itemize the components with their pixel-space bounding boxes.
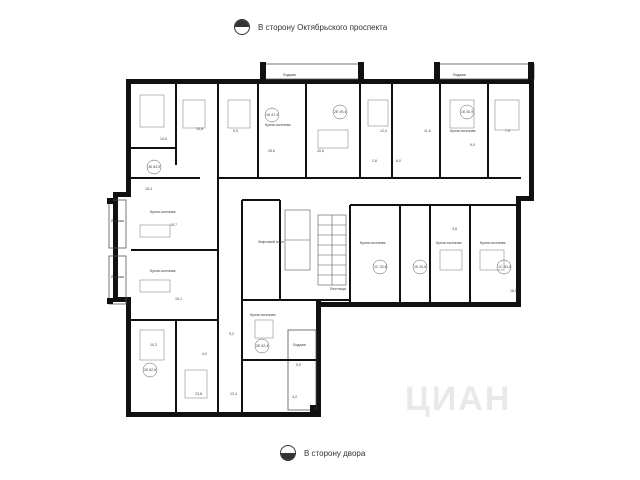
area-text: 9,0 (470, 143, 475, 147)
loggia-label: Лоджия (111, 219, 124, 223)
compass-icon (280, 445, 296, 461)
unit-badge-text: 2К 62,6 (144, 368, 156, 372)
interior-walls (131, 84, 521, 412)
loggia-label: Лоджия (283, 73, 296, 77)
unit-badge-text: 1С 30,4 (498, 265, 511, 269)
unit-badge-text: 1К 40,9 (461, 110, 473, 114)
kitchen-living-label: Кухня-гостиная (360, 241, 385, 245)
kitchen-living-label: Кухня-гостиная (436, 241, 461, 245)
area-text: 13,8 (195, 392, 202, 396)
bottom-orientation-label: В сторону двора (304, 448, 366, 458)
loggia-label: Лоджия (111, 275, 124, 279)
area-text: 12,4 (230, 392, 237, 396)
orientation-top-caption: В сторону Октябрьского проспекта (234, 19, 387, 35)
area-text: 5,0 (296, 363, 301, 367)
area-text: 11,8 (424, 129, 431, 133)
furniture (139, 94, 520, 399)
elevator-hall-label: Лифтовой холл (258, 240, 284, 244)
unit-badge-text: 3К 83,0 (148, 165, 160, 169)
top-orientation-label: В сторону Октябрьского проспекта (258, 22, 388, 32)
unit-badge-text: 1С 25,6 (374, 265, 387, 269)
kitchen-living-label: Кухня-гостиная (450, 129, 475, 133)
stair-label: Лестница (330, 287, 346, 291)
kitchen-living-label: Кухня-гостиная (150, 210, 175, 214)
area-text: 3,8 (452, 227, 457, 231)
area-text: 2,6 (372, 159, 377, 163)
unit-badge-text: 1К 47,4 (266, 113, 278, 117)
kitchen-living-label: Кухня-гостиная (150, 269, 175, 273)
loggia-label: Лоджия (293, 343, 306, 347)
exterior-walls (113, 79, 534, 417)
area-text: 12,0 (380, 129, 387, 133)
kitchen-living-label: Кухня-гостиная (265, 123, 290, 127)
unit-badge-text: 1К 26,6 (414, 265, 426, 269)
unit-badge-text: 2Е 62,4 (256, 344, 268, 348)
loggia-columns (107, 62, 534, 415)
loggia-label: Лоджия (453, 73, 466, 77)
area-text: 9,5 (233, 129, 238, 133)
kitchen-living-label: Кухня-гостиная (480, 241, 505, 245)
area-text: 4,0 (202, 352, 207, 356)
room-areas: 14,5 10,8 9,5 26,6 20,6 12,0 11,8 9,0 7,… (145, 127, 517, 399)
area-text: 5,2 (229, 332, 234, 336)
stair-core (284, 209, 347, 286)
unit-badges: 3К 83,0 1К 47,4 2Е 49,4 1К 40,9 1С 25,6 … (142, 104, 512, 378)
area-text: 20,6 (317, 149, 324, 153)
area-text: 10,8 (196, 127, 203, 131)
room-labels: Лоджия Лоджия Лоджия Лоджия Лоджия Кухня… (111, 73, 505, 347)
compass-icon (234, 19, 250, 35)
area-text: 15,4 (145, 187, 152, 191)
area-text: 14,5 (160, 137, 167, 141)
watermark-text: ЦИАН (405, 380, 511, 418)
kitchen-living-label: Кухня-гостиная (250, 313, 275, 317)
area-text: 15,1 (175, 297, 182, 301)
area-text: 19,7 (170, 223, 177, 227)
area-text: 16,5 (510, 289, 517, 293)
area-text: 7,9 (505, 129, 510, 133)
area-text: 26,6 (268, 149, 275, 153)
area-text: 6,0 (396, 159, 401, 163)
unit-badge-text: 2Е 49,4 (334, 110, 346, 114)
area-text: 4,2 (292, 395, 297, 399)
area-text: 10,3 (150, 343, 157, 347)
orientation-bottom-caption: В сторону двора (280, 445, 365, 461)
